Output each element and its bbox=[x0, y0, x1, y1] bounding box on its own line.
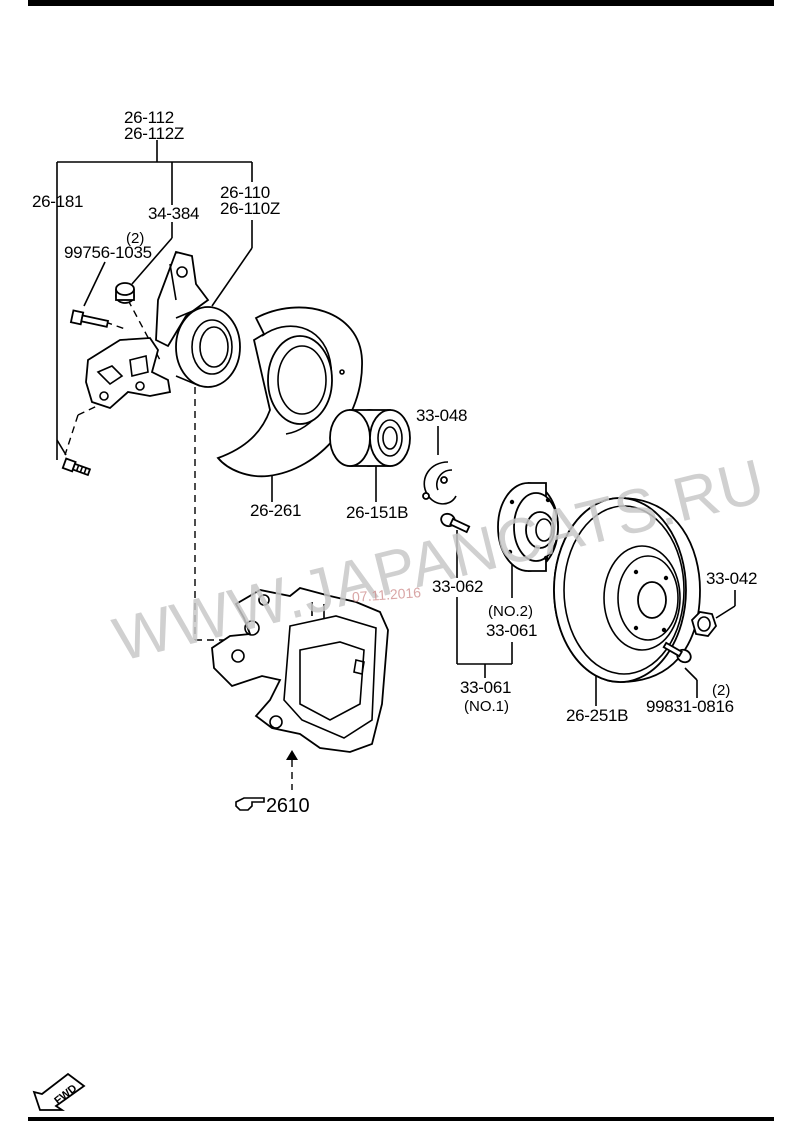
label-qty-2-a: (2) bbox=[126, 230, 144, 247]
wheel-nut-33-042 bbox=[690, 611, 718, 637]
bottom-border bbox=[28, 1117, 774, 1121]
label-99831-0816: 99831-0816 bbox=[646, 697, 734, 716]
caliper-assembly bbox=[211, 587, 389, 753]
knuckle-26-110 bbox=[85, 250, 241, 410]
label-26-112z: 26-112Z bbox=[124, 124, 184, 143]
label-no-2: (NO.2) bbox=[488, 603, 533, 620]
label-33-048: 33-048 bbox=[416, 406, 467, 425]
bearing-26-151b bbox=[329, 409, 411, 467]
snap-ring-33-048 bbox=[422, 461, 457, 505]
leader-lines bbox=[56, 140, 736, 706]
label-34-384: 34-384 bbox=[148, 204, 199, 223]
label-33-042: 33-042 bbox=[706, 569, 757, 588]
hub-33-061 bbox=[497, 482, 559, 572]
label-26-110: 26-110 bbox=[220, 183, 270, 202]
label-33-061-no2: 33-061 bbox=[486, 621, 537, 640]
top-border bbox=[28, 0, 774, 6]
hub-bolt-33-062 bbox=[440, 512, 471, 534]
date-stamp: 07.11.2016 bbox=[352, 584, 422, 605]
label-26-181: 26-181 bbox=[32, 192, 83, 211]
bush-34-384 bbox=[115, 282, 135, 304]
arrow-up-icon bbox=[286, 750, 298, 760]
bolt-26-181 bbox=[61, 457, 92, 477]
label-33-061-no1: 33-061 bbox=[460, 678, 511, 697]
label-26-151b: 26-151B bbox=[346, 503, 408, 522]
label-26-251b: 26-251B bbox=[566, 706, 628, 725]
brake-disc-26-251b bbox=[553, 497, 701, 683]
bolt-99756-1035 bbox=[69, 309, 110, 328]
label-26-110z: 26-110Z bbox=[220, 199, 280, 218]
label-no-1: (NO.1) bbox=[464, 698, 509, 715]
label-33-062: 33-062 bbox=[432, 577, 483, 596]
dust-shield-26-261 bbox=[216, 306, 363, 478]
forward-arrow-icon bbox=[32, 1072, 86, 1111]
label-99756-1035: 99756-1035 bbox=[64, 243, 152, 262]
label-26-112: 26-112 bbox=[124, 108, 174, 127]
label-qty-2-b: (2) bbox=[712, 682, 730, 699]
pointing-hand-icon bbox=[235, 797, 265, 811]
label-ref-2610: 2610 bbox=[266, 795, 309, 817]
label-26-261: 26-261 bbox=[250, 501, 301, 520]
screw-99831-0816 bbox=[662, 641, 692, 664]
